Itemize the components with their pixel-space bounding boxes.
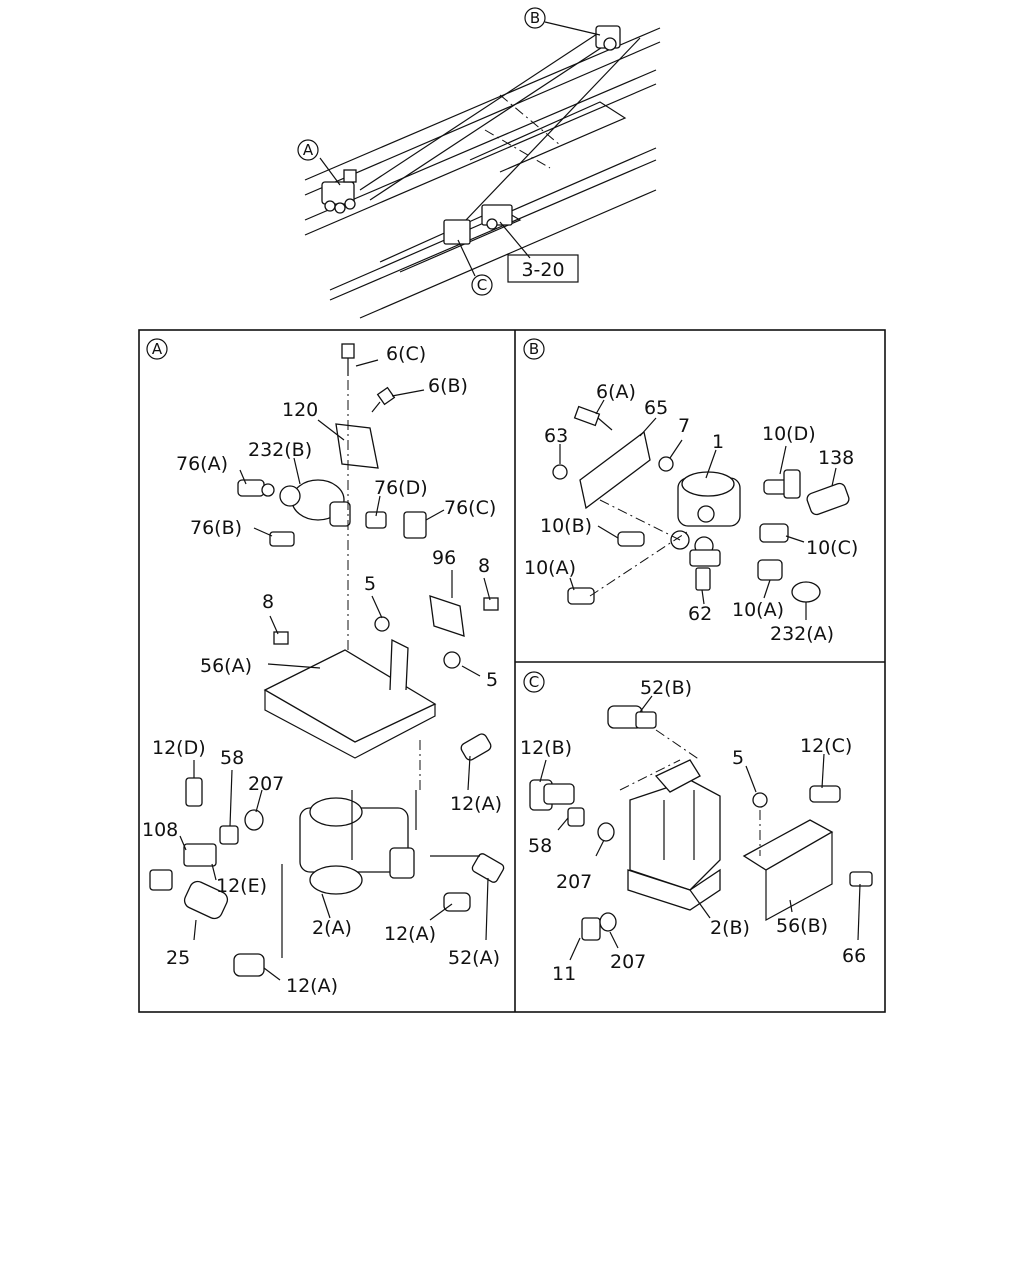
- label-25: 25: [166, 947, 190, 969]
- label-52b: 52(B): [640, 677, 692, 699]
- label-10b: 10(B): [540, 515, 592, 537]
- label-66: 66: [842, 945, 866, 967]
- label-10a-left: 10(A): [524, 557, 576, 579]
- label-96: 96: [432, 547, 456, 569]
- label-108: 108: [142, 819, 178, 841]
- label-58: 58: [220, 747, 244, 769]
- chassis-overview: A B C 3-20: [297, 7, 661, 319]
- callout-a: A: [303, 141, 314, 159]
- label-120: 120: [282, 399, 318, 421]
- label-7: 7: [678, 415, 690, 437]
- valve-group-b-thumb: [595, 25, 621, 51]
- label-76d: 76(D): [374, 477, 428, 499]
- callout-a-circle: [297, 139, 319, 161]
- label-12d: 12(D): [152, 737, 206, 759]
- label-5: 5: [732, 747, 744, 769]
- panel-a-title: A: [152, 340, 163, 358]
- label-12a-mid: 12(A): [384, 923, 436, 945]
- label-232a: 232(A): [770, 623, 834, 645]
- label-5-top: 5: [364, 573, 376, 595]
- panel-c-title: C: [529, 673, 539, 691]
- callout-c-circle: [471, 274, 493, 296]
- label-11: 11: [552, 963, 576, 985]
- label-56b: 56(B): [776, 915, 828, 937]
- label-8-right: 8: [478, 555, 490, 577]
- label-10c: 10(C): [806, 537, 858, 559]
- label-58: 58: [528, 835, 552, 857]
- label-207-top: 207: [556, 871, 592, 893]
- callout-b-circle: [524, 7, 546, 29]
- label-12c: 12(C): [800, 735, 852, 757]
- label-65: 65: [644, 397, 668, 419]
- label-76c: 76(C): [444, 497, 496, 519]
- panels-frame: [138, 329, 886, 1013]
- label-2b: 2(B): [710, 917, 750, 939]
- label-56a: 56(A): [200, 655, 252, 677]
- label-62: 62: [688, 603, 712, 625]
- panel-b-title: B: [529, 340, 539, 358]
- panel-c: C 52(B) 12(: [520, 671, 873, 985]
- label-2a: 2(A): [312, 917, 352, 939]
- label-10d: 10(D): [762, 423, 816, 445]
- label-138: 138: [818, 447, 854, 469]
- label-76a: 76(A): [176, 453, 228, 475]
- label-76b: 76(B): [190, 517, 242, 539]
- panel-a: A: [142, 338, 505, 997]
- reference-box-label: 3-20: [521, 259, 564, 281]
- label-207: 207: [248, 773, 284, 795]
- callout-b: B: [530, 9, 540, 27]
- panel-b: B: [523, 338, 858, 645]
- label-52a: 52(A): [448, 947, 500, 969]
- label-8-left: 8: [262, 591, 274, 613]
- callout-c: C: [477, 276, 487, 294]
- label-207-bottom: 207: [610, 951, 646, 973]
- label-12a-top: 12(A): [450, 793, 502, 815]
- label-6c: 6(C): [386, 343, 426, 365]
- label-1: 1: [712, 431, 724, 453]
- label-63: 63: [544, 425, 568, 447]
- label-6a: 6(A): [596, 381, 636, 403]
- label-12a-bottom: 12(A): [286, 975, 338, 997]
- label-10a-right: 10(A): [732, 599, 784, 621]
- label-6b: 6(B): [428, 375, 468, 397]
- label-12e: 12(E): [216, 875, 267, 897]
- label-12b: 12(B): [520, 737, 572, 759]
- reference-box: [507, 254, 579, 283]
- valve-group-c-thumb: [443, 204, 513, 245]
- label-232b: 232(B): [248, 439, 312, 461]
- label-5-bottom: 5: [486, 669, 498, 691]
- valve-group-a-thumb: [321, 169, 357, 214]
